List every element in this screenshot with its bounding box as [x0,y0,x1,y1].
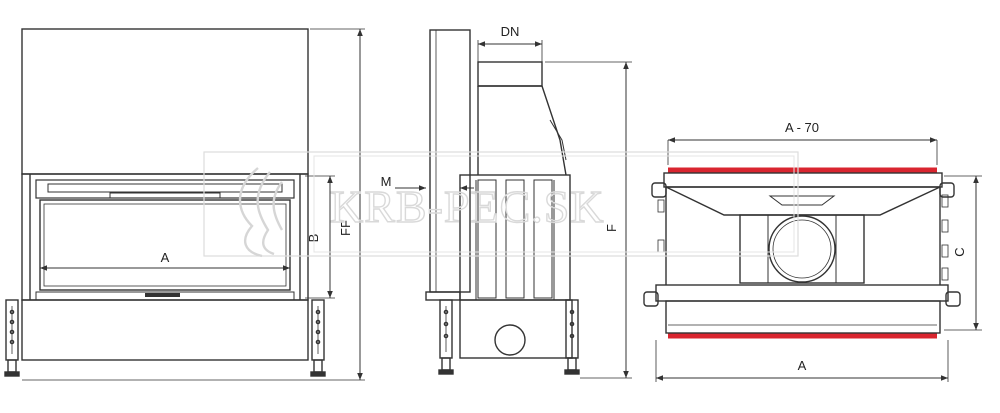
front-dim-width-label: A [161,250,170,265]
watermark-text: KRB-PEC.SK [330,181,605,232]
top-dim-width-label: A [798,358,807,373]
top-dim-inner-label: A - 70 [785,120,819,135]
front-dim-height-label: FF [338,220,353,236]
side-dim-offset-label: M [381,174,392,189]
front-view: A B FF [4,28,365,381]
flame-logo-icon [238,167,284,258]
side-view: DN M F [381,24,632,379]
side-dim-flue-label: DN [501,24,520,39]
side-dim-height-label: F [604,224,619,232]
watermark: KRB-PEC.SK [203,151,799,258]
top-dim-depth-label: C [952,247,967,256]
top-view: A - 70 A C [643,120,982,382]
